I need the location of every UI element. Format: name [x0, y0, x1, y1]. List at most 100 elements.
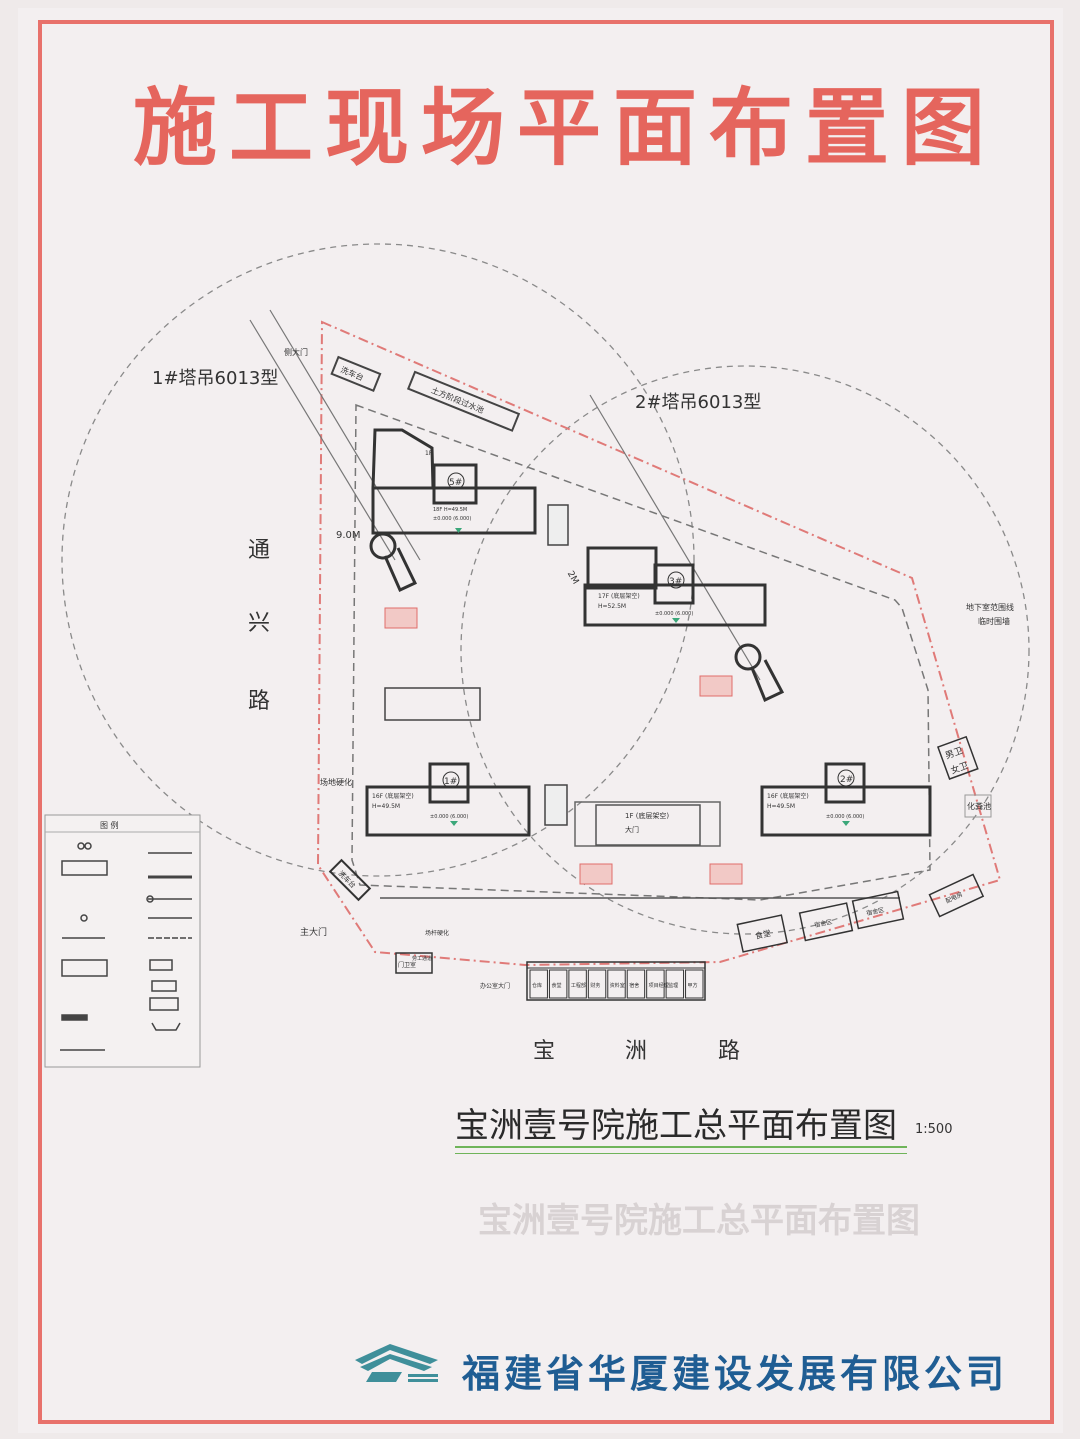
office-room-label: 监理 [668, 982, 678, 989]
board-title: 施工现场平面布置图 [132, 79, 997, 177]
svg-text:2#: 2# [840, 775, 853, 785]
red-frame [38, 20, 1054, 1424]
site-boundary [316, 320, 1002, 967]
building-1: 1# 16F (底层架空) H=49.5M ±0.000 (6.000) [365, 762, 531, 837]
office-room [665, 969, 685, 999]
road-west-char: 兴 [248, 611, 270, 636]
guard-label: 门卫室 [398, 961, 416, 969]
temp-wall-label: 临时围墙 [978, 616, 1010, 626]
canteen: 食堂 [736, 914, 789, 953]
road-south-char: 路 [718, 1039, 740, 1064]
svg-text:宿舍区: 宿舍区 [814, 918, 833, 930]
office-gate-label: 办公室大门 [480, 982, 510, 990]
svg-text:大门: 大门 [625, 825, 639, 834]
gate-building: 1F (底层架空) 大门 [574, 801, 721, 847]
svg-text:17F (底层架空): 17F (底层架空) [598, 592, 640, 600]
building-5: 5# 1F 18F H=49.5M ±0.000 (6.000) [369, 428, 537, 593]
guide-line [249, 319, 396, 561]
svg-text:H=49.5M: H=49.5M [767, 803, 795, 810]
basement-line-label: 地下室范围线 [966, 602, 1014, 612]
scale-label: 1:500 [915, 1122, 953, 1137]
office-room [568, 969, 587, 999]
width-2m-label: 2M [565, 570, 580, 587]
legend-symbols [60, 842, 192, 1051]
office-room-label: 工程部 [571, 982, 586, 989]
office-room [607, 969, 626, 999]
office-room [548, 969, 568, 999]
septic-tank [964, 794, 992, 818]
crane-1-label: 1#塔吊6013型 [152, 368, 278, 389]
office-room [626, 969, 646, 999]
hoist [544, 784, 568, 826]
guard-room [395, 952, 433, 974]
subtitle-underline [455, 1146, 907, 1154]
svg-text:±0.000 (6.000): ±0.000 (6.000) [826, 814, 864, 820]
guide-line [269, 309, 421, 561]
svg-text:3#: 3# [669, 577, 682, 587]
side-gate-label: 侧大门 [284, 347, 308, 357]
office-rooms: 仓库 食堂 工程部财务 资料室宿舍 项目经理监理 甲方 [529, 969, 704, 999]
svg-text:16F (底层架空): 16F (底层架空) [372, 792, 414, 800]
svg-text:食堂: 食堂 [754, 928, 772, 941]
office-room [646, 969, 665, 999]
svg-text:5#: 5# [449, 478, 462, 488]
dorm-2: 宿舍区 [851, 890, 905, 930]
building-3: 3# 17F (底层架空) H=52.5M ±0.000 (6.000) [583, 546, 785, 703]
company-name: 福建省华厦建设发展有限公司 [462, 1352, 1009, 1396]
ground-hardening-label-2: 场杆硬化 [425, 929, 449, 937]
inner-fence-line [351, 403, 931, 901]
office-room-label: 宿舍 [629, 982, 639, 989]
road-south-char: 宝 [533, 1039, 555, 1064]
office-room [587, 969, 607, 999]
svg-text:H=49.5M: H=49.5M [372, 803, 400, 810]
office-room [685, 969, 704, 999]
guide-line [589, 394, 761, 681]
company-logo [355, 1344, 438, 1382]
power-room: 配电房 [928, 873, 985, 918]
brick-piles [384, 607, 743, 885]
ground-hardening-label: 场地硬化 [320, 777, 352, 787]
office-room-label: 食堂 [551, 982, 561, 989]
office-room-label: 财务 [590, 982, 600, 989]
earthwork-channel: 土方阶段过水池 [406, 370, 521, 432]
road-south-char: 洲 [625, 1039, 647, 1064]
svg-text:男卫: 男卫 [944, 745, 965, 761]
rebar-yard [384, 687, 481, 721]
crane-2-label: 2#塔吊6013型 [635, 392, 761, 413]
building-2: 2# 16F (底层架空) H=49.5M ±0.000 (6.000) [760, 762, 932, 837]
svg-text:18F H=49.5M: 18F H=49.5M [433, 507, 467, 513]
road-west-char: 通 [248, 538, 270, 563]
plan-subtitle: 宝洲壹号院施工总平面布置图 [455, 1106, 897, 1146]
svg-text:宿舍区: 宿舍区 [866, 906, 885, 918]
office-room-label: 项目经理 [649, 982, 669, 989]
svg-text:±0.000 (6.000): ±0.000 (6.000) [433, 516, 471, 522]
sign-board [18, 8, 1063, 1433]
main-gate-label: 主大门 [300, 926, 327, 938]
crane-2-radius [460, 365, 1030, 935]
svg-text:±0.000 (6.000): ±0.000 (6.000) [430, 814, 468, 820]
crane-1-radius [61, 243, 695, 877]
svg-text:±0.000 (6.000): ±0.000 (6.000) [655, 611, 693, 617]
svg-text:1#: 1# [444, 777, 457, 787]
svg-text:女卫: 女卫 [949, 759, 970, 776]
office-row [526, 961, 706, 1001]
svg-text:1F (底层架空): 1F (底层架空) [625, 811, 669, 820]
toilets: 男卫 女卫 [936, 735, 979, 780]
office-room-label: 资料室 [610, 982, 625, 989]
road-west-char: 路 [248, 689, 270, 714]
legend-title: 图 例 [100, 820, 119, 830]
svg-text:1F: 1F [425, 450, 433, 457]
car-wash-pad: 洗车台 [330, 355, 382, 392]
hoist [547, 504, 569, 546]
septic-label: 化粪池 [967, 801, 991, 811]
labor-channel-label: 劳工通道 [412, 955, 432, 962]
svg-text:16F (底层架空): 16F (底层架空) [767, 792, 809, 800]
faded-subtitle: 宝洲壹号院施工总平面布置图 [478, 1201, 920, 1241]
office-room-label: 甲方 [688, 982, 698, 989]
width-9m-label: 9.0M [336, 530, 361, 541]
dorm-1: 宿舍区 [798, 902, 854, 942]
svg-text:H=52.5M: H=52.5M [598, 603, 626, 610]
legend: 图 例 [44, 814, 201, 1068]
office-room-label: 仓库 [532, 982, 542, 989]
